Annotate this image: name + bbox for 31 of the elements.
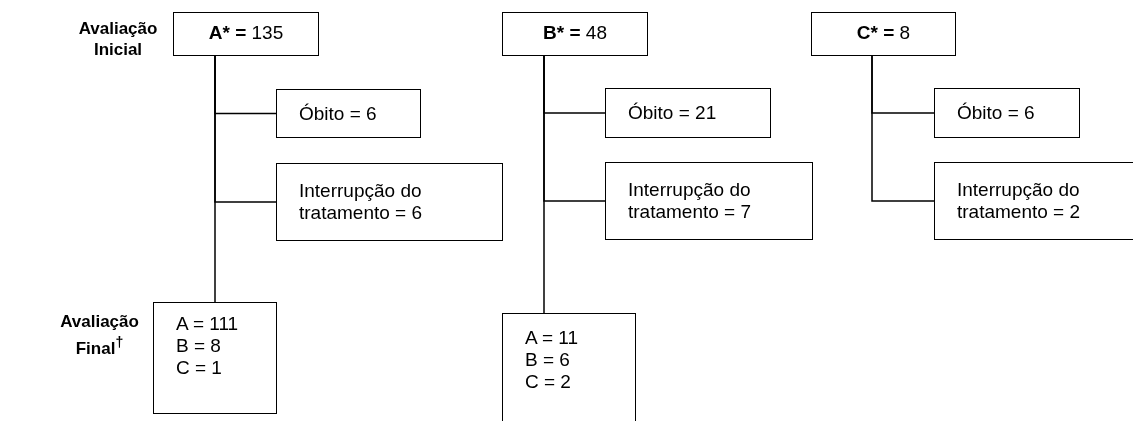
count-text: C = 2: [525, 371, 572, 393]
connector-line: [871, 55, 935, 202]
box: [502, 12, 648, 56]
box: [502, 313, 636, 421]
box: [153, 302, 277, 414]
box: [605, 88, 771, 138]
count-text: Óbito = 21: [628, 102, 718, 124]
group-count: B* = 48: [543, 22, 607, 44]
stage-label: Avaliação Inicial: [77, 18, 159, 60]
count-text: B = 6: [525, 349, 571, 371]
count-text: Óbito = 6: [299, 102, 378, 125]
connector-line: [543, 55, 545, 314]
box: [934, 162, 1133, 240]
count-text: A = 11: [525, 327, 579, 349]
box: [276, 89, 421, 138]
count-text: Óbito = 6: [957, 102, 1036, 124]
stage-label: Avaliação Final$^{†}$: [59, 311, 140, 359]
group-count: C* = 8: [856, 22, 911, 44]
group-count: A* = 135: [208, 22, 284, 44]
box: [811, 12, 956, 56]
box: [934, 88, 1080, 138]
box: [276, 163, 503, 241]
count-text: C = 1: [176, 357, 223, 379]
count-text: Interrupção do tratamento = 7: [628, 179, 753, 223]
box: [605, 162, 813, 240]
count-text: Interrupção do tratamento = 6: [299, 180, 424, 224]
count-text: A = 111: [176, 313, 240, 335]
count-text: B = 8: [176, 335, 222, 357]
connector-line: [214, 55, 216, 303]
count-text: Interrupção do tratamento = 2: [957, 179, 1082, 223]
box: [173, 12, 319, 56]
